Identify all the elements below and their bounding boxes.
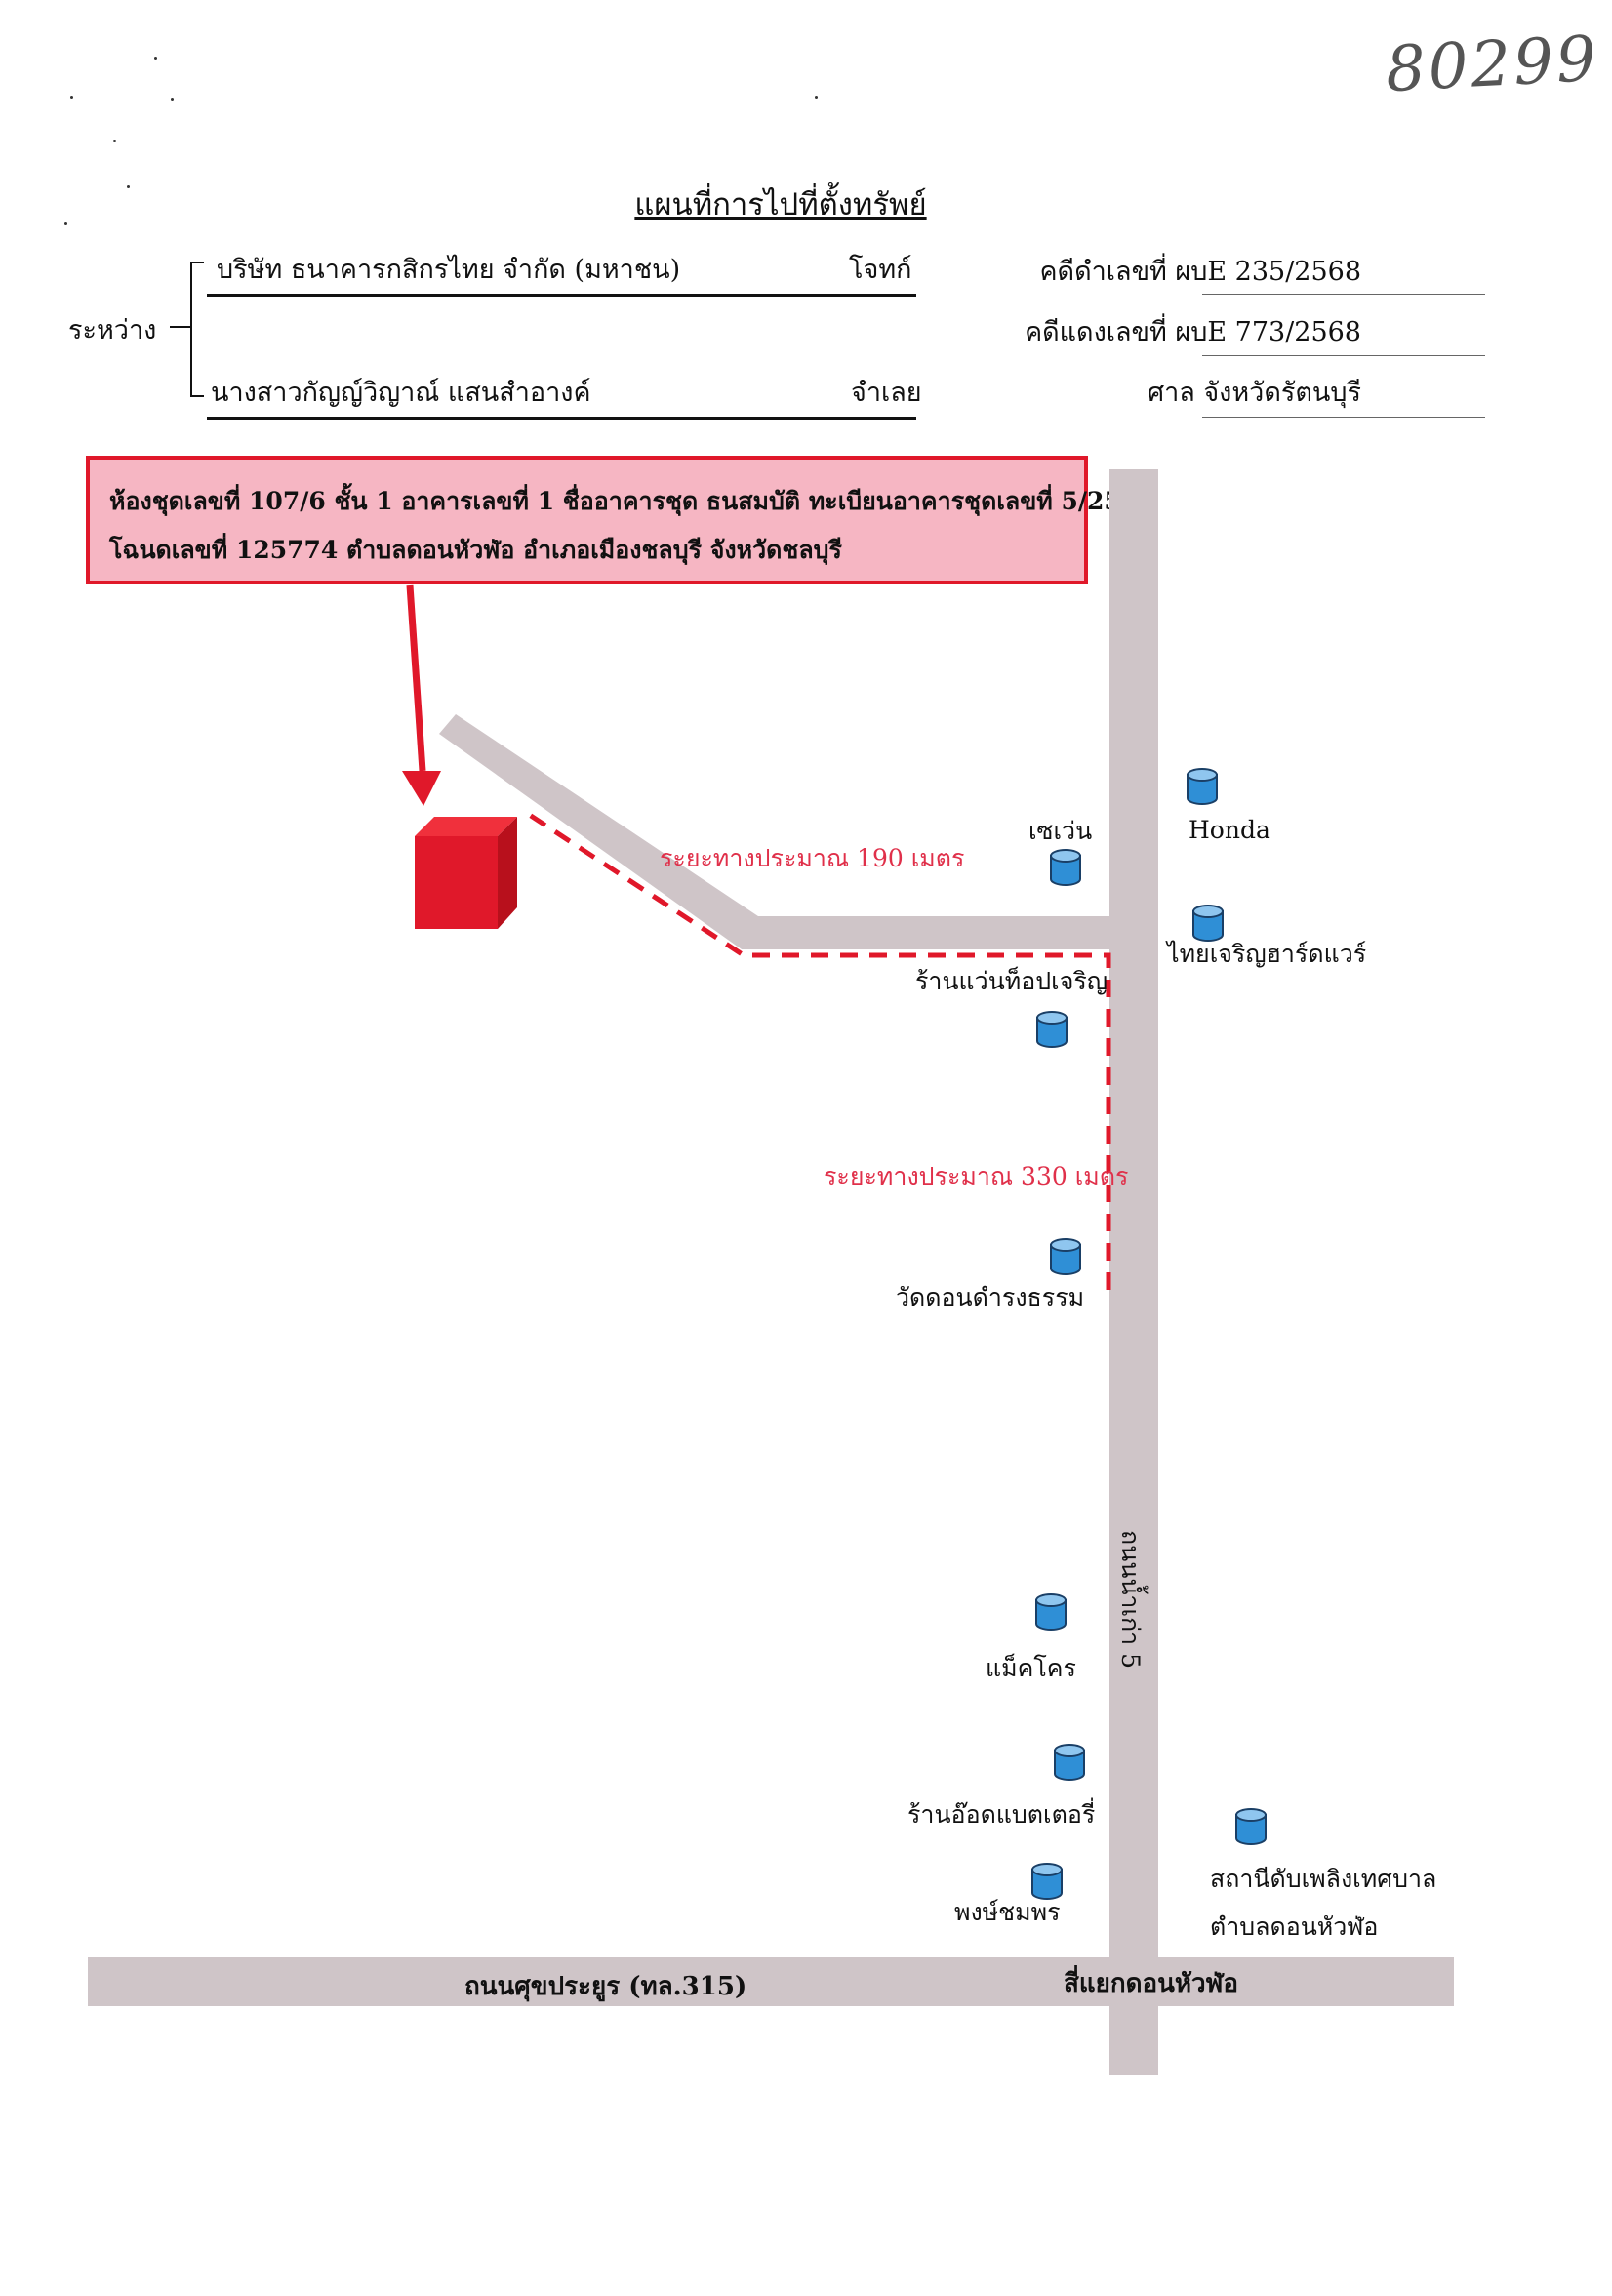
cylinder-icon (1031, 1863, 1063, 1900)
road-soi-diagonal (439, 714, 758, 949)
landmark-thai-charoen: ไทยเจริญฮาร์ดแวร์ (1167, 940, 1367, 968)
scan-speck (154, 57, 157, 60)
cylinder-icon (1235, 1808, 1267, 1845)
road-soi (742, 916, 1132, 949)
bracket (190, 262, 204, 397)
court-name: ศาล จังหวัดรัตนบุรี (1147, 378, 1361, 408)
cylinder-icon (1054, 1744, 1085, 1781)
route-dashed-line (523, 809, 1111, 1290)
plaintiff-name: บริษัท ธนาคารกสิกรไทย จำกัด (มหาชน) (217, 255, 681, 285)
intersection-label: สี่แยกดอนหัวฬ่อ (1064, 1969, 1239, 1998)
property-line-1: ห้องชุดเลขที่ 107/6 ชั้น 1 อาคารเลขที่ 1… (109, 487, 1155, 515)
property-callout: ห้องชุดเลขที่ 107/6 ชั้น 1 อาคารเลขที่ 1… (86, 456, 1155, 584)
cylinder-icon (1036, 1011, 1068, 1048)
cylinder-icon (1050, 1238, 1081, 1275)
landmark-wat: วัดดอนดำรงธรรม (896, 1283, 1085, 1311)
cube-icon (415, 817, 517, 929)
cylinder-icon (1187, 768, 1218, 805)
scan-speck (70, 96, 73, 99)
black-case-number: คดีดำเลขที่ ผบE 235/2568 (1039, 257, 1362, 287)
pointer-line (406, 584, 426, 772)
property-line-2: โฉนดเลขที่ 125774 ตำบลดอนหัวฬ่อ อำเภอเมื… (109, 536, 842, 564)
landmark-seven-eleven: เซเว่น (1028, 817, 1093, 845)
cylinder-icon (1035, 1593, 1067, 1631)
scan-speck (127, 185, 130, 188)
plaintiff-role: โจทก์ (849, 255, 912, 285)
scan-speck (64, 222, 67, 225)
landmark-waen-top: ร้านแว่นท็อปเจริญ (915, 967, 1108, 995)
black-case-rule (1202, 294, 1485, 295)
cylinder-icon (1192, 905, 1224, 942)
side-road-label: ถนนน้ำเก่า 5 (1116, 1530, 1145, 1670)
distance-label-190: ระยะทางประมาณ 190 เมตร (660, 844, 965, 872)
landmark-fire-station-subdistrict: ตำบลดอนหัวฬ่อ (1210, 1913, 1379, 1941)
bracket-tick (170, 326, 190, 328)
between-label: ระหว่าง (68, 315, 157, 345)
landmark-battery: ร้านอ๊อดแบตเตอรี่ (907, 1800, 1096, 1829)
defendant-rule (207, 417, 916, 420)
distance-label-330: ระยะทางประมาณ 330 เมตร (824, 1162, 1129, 1190)
cylinder-icon (1050, 849, 1081, 886)
arrow-down-icon (402, 771, 441, 806)
court-rule (1202, 417, 1485, 418)
defendant-role: จำเลย (851, 378, 922, 408)
red-case-number: คดีแดงเลขที่ ผบE 773/2568 (1025, 317, 1361, 347)
landmark-pongchom: พงษ์ชมพร (954, 1898, 1061, 1926)
plaintiff-rule (207, 294, 916, 297)
landmark-fire-station: สถานีดับเพลิงเทศบาล (1210, 1865, 1437, 1893)
landmark-makro: แม็คโคร (986, 1654, 1076, 1682)
red-case-rule (1202, 355, 1485, 356)
page-title: แผนที่การไปที่ตั้งทรัพย์ (634, 187, 927, 222)
scan-speck (113, 140, 116, 142)
landmark-icons (1031, 768, 1267, 1900)
road-sukprayoon (88, 1957, 1454, 2006)
road-nam-kao-5 (1109, 469, 1158, 2075)
landmark-honda: Honda (1189, 816, 1270, 844)
scan-speck (171, 98, 174, 101)
main-road-label: ถนนศุขประยูร (ทล.315) (464, 1972, 747, 2001)
scan-speck (815, 96, 818, 99)
defendant-name: นางสาวกัญญ์วิญาณ์ แสนสำอางค์ (211, 378, 591, 408)
